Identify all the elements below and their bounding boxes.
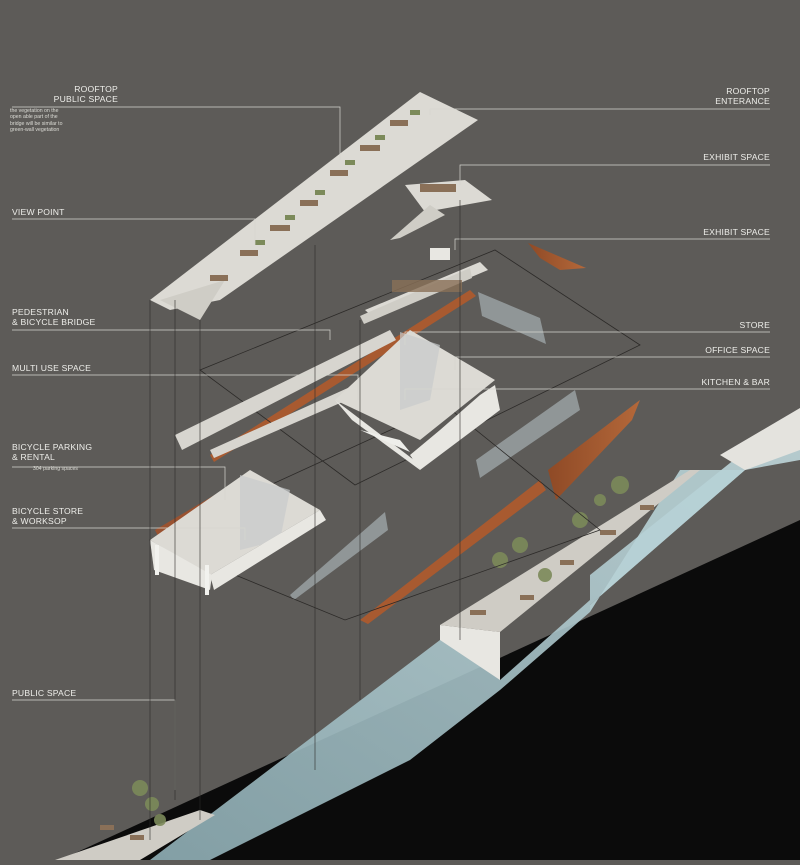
rooftop-greenery xyxy=(255,110,420,245)
label-office-space: OFFICE SPACE xyxy=(705,345,770,355)
rust-lower-band xyxy=(360,480,546,624)
glass-panels xyxy=(290,292,580,600)
label-exhibit-space-lower: EXHIBIT SPACE xyxy=(703,227,770,237)
leader-lines xyxy=(12,106,770,790)
label-view-point: VIEW POINT xyxy=(12,207,65,217)
rooftop-planters xyxy=(210,120,408,281)
exhibit-space-upper xyxy=(390,180,492,240)
terrace-planters xyxy=(100,505,654,840)
rooftop-point xyxy=(160,280,225,320)
rust-right xyxy=(548,400,640,500)
right-terrace xyxy=(440,470,700,632)
right-bank-water xyxy=(590,470,745,612)
note-parking-spaces: 304 parking spaces xyxy=(33,466,78,472)
label-multi-use-space: MULTI USE SPACE xyxy=(12,363,92,373)
bicycle-parking-module xyxy=(150,470,326,595)
label-pedestrian-bicycle-bridge: PEDESTRIAN & BICYCLE BRIDGE xyxy=(12,307,96,327)
ground-level xyxy=(55,408,800,860)
label-bicycle-store-workshop: BICYCLE STORE & WORKSOP xyxy=(12,506,84,526)
label-public-space: PUBLIC SPACE xyxy=(12,688,77,698)
label-store: STORE xyxy=(739,320,770,330)
river-edge-wall xyxy=(440,625,500,680)
upper-wall xyxy=(720,408,800,470)
exhibit-space-lower xyxy=(360,248,488,324)
label-rooftop-public-space: ROOFTOP PUBLIC SPACE xyxy=(53,84,118,104)
vertical-guides xyxy=(149,200,461,840)
label-kitchen-bar: KITCHEN & BAR xyxy=(701,377,770,387)
label-rooftop-entrance: ROOFTOP ENTERANCE xyxy=(715,86,770,106)
note-rooftop-vegetation: the vegetation on the open able part of … xyxy=(10,108,63,134)
label-exhibit-space-upper: EXHIBIT SPACE xyxy=(703,152,770,162)
rust-upper xyxy=(528,243,586,270)
label-bicycle-parking-rental: BICYCLE PARKING & RENTAL xyxy=(12,442,93,462)
